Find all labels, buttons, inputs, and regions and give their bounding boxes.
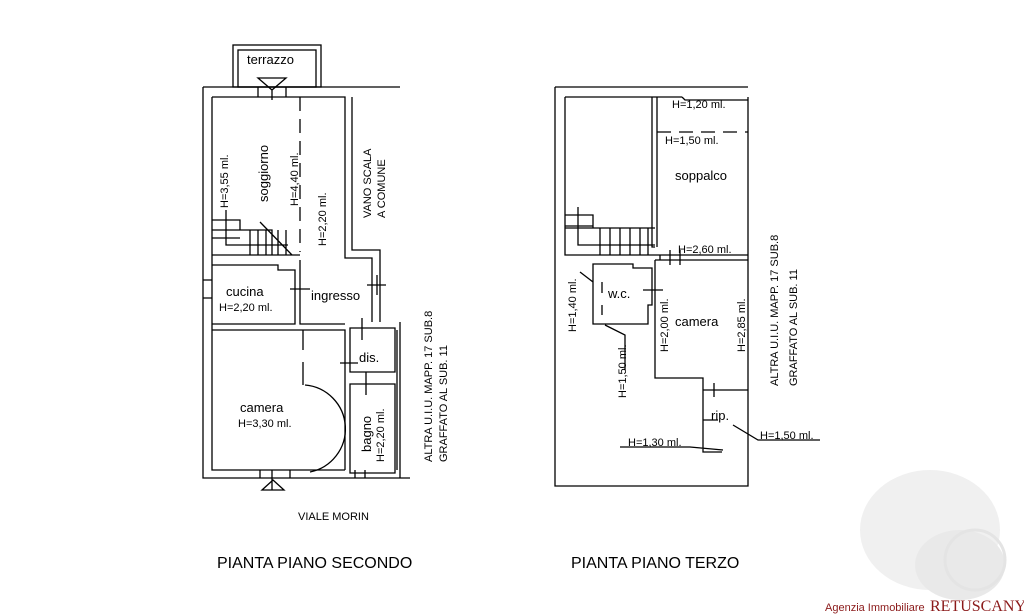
room-soppalco: soppalco <box>675 168 727 183</box>
height-soggiorno-center: H=4,40 ml. <box>289 153 301 207</box>
height-ingresso: H=2,20 ml. <box>317 193 329 247</box>
plan-title-terzo: PIANTA PIANO TERZO <box>571 555 739 572</box>
height-150-wc: H=1,50 ml. <box>617 345 629 399</box>
height-260: H=2,60 ml. <box>678 244 732 256</box>
room-cucina: cucina <box>226 284 264 299</box>
height-camera: H=3,30 ml. <box>238 418 292 430</box>
height-285: H=2,85 ml. <box>736 299 748 353</box>
height-200: H=2,00 ml. <box>659 299 671 353</box>
room-terrazzo: terrazzo <box>247 52 294 67</box>
room-camera-terzo: camera <box>675 314 719 329</box>
height-120: H=1,20 ml. <box>672 99 726 111</box>
vano-scala-line2: A COMUNE <box>376 159 388 218</box>
plan-secondo: terrazzo soggiorno H=3,55 ml. H=4,40 ml.… <box>202 44 450 572</box>
note-line2: GRAFFATO AL SUB. 11 <box>438 345 450 462</box>
room-ingresso: ingresso <box>311 288 360 303</box>
height-130: H=1,30 ml. <box>628 437 682 449</box>
height-cucina: H=2,20 ml. <box>219 302 273 314</box>
room-rip: rip. <box>711 408 729 423</box>
room-camera: camera <box>240 400 284 415</box>
room-dis: dis. <box>359 350 379 365</box>
watermark-logo <box>860 470 1007 600</box>
watermark-agency: Agenzia Immobiliare <box>825 602 925 614</box>
room-bagno: bagno <box>359 416 374 452</box>
plan-title-secondo: PIANTA PIANO SECONDO <box>217 555 412 572</box>
street-name: VIALE MORIN <box>298 511 369 523</box>
height-140: H=1,40 ml. <box>567 279 579 333</box>
room-wc: w.c. <box>607 286 630 301</box>
height-150-rip: H=1,50 ml. <box>760 430 814 442</box>
height-soggiorno-left: H=3,55 ml. <box>219 155 231 209</box>
note-terzo-line1: ALTRA U.I.U. MAPP. 17 SUB.8 <box>769 235 781 386</box>
note-line1: ALTRA U.I.U. MAPP. 17 SUB.8 <box>423 311 435 462</box>
height-bagno: H=2,20 ml. <box>375 409 387 463</box>
room-soggiorno: soggiorno <box>256 145 271 202</box>
note-terzo-line2: GRAFFATO AL SUB. 11 <box>788 269 800 386</box>
height-150-top: H=1,50 ml. <box>665 135 719 147</box>
watermark-brand: RETUSCANY <box>930 598 1024 614</box>
plan-terzo: H=1,20 ml. H=1,50 ml. soppalco H=2,60 ml… <box>554 86 820 572</box>
vano-scala-line1: VANO SCALA <box>362 148 374 218</box>
